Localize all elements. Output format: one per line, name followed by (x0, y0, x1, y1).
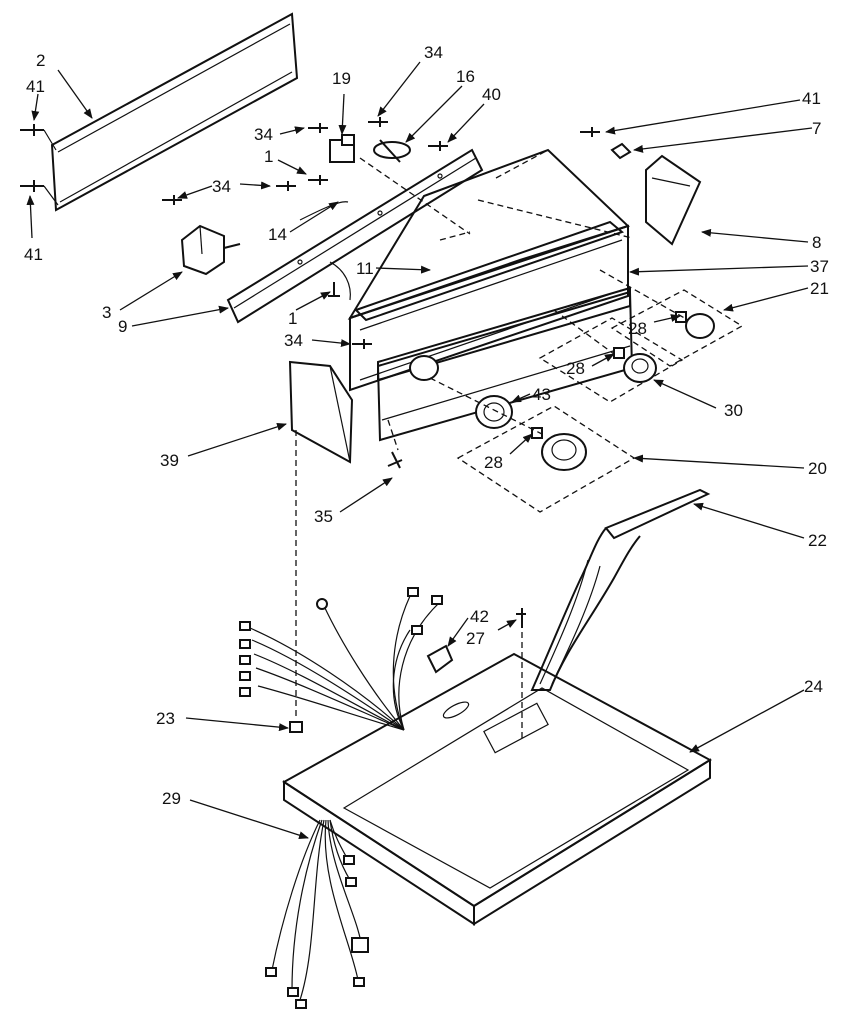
screw-1-lower (328, 282, 340, 297)
part-16-thermostat (373, 139, 411, 163)
part-23-clip (289, 721, 303, 733)
part-24-top-panel (282, 652, 712, 926)
part-7-clip (610, 142, 632, 160)
label-1: 1 (264, 147, 273, 166)
screw-41-upper (20, 124, 44, 136)
label-34: 34 (254, 125, 273, 144)
label-41: 41 (24, 245, 43, 264)
label-1: 1 (288, 309, 297, 328)
screw-41-right (580, 127, 600, 137)
screw-35 (387, 451, 403, 469)
screw-41-lower (20, 180, 44, 192)
screw-27 (516, 608, 526, 628)
group-21-box (610, 289, 744, 367)
wiring-harness-upper (239, 587, 443, 731)
label-42: 42 (470, 607, 489, 626)
label-3: 3 (102, 303, 111, 322)
label-23: 23 (156, 709, 175, 728)
screw-40 (428, 141, 448, 151)
label-22: 22 (808, 531, 827, 550)
label-19: 19 (332, 69, 351, 88)
label-41: 41 (802, 89, 821, 108)
part-2-rear-panel (50, 12, 299, 212)
label-43: 43 (532, 385, 551, 404)
label-34: 34 (424, 43, 443, 62)
label-28: 28 (484, 453, 503, 472)
label-11: 11 (356, 259, 374, 278)
label-28: 28 (628, 319, 647, 338)
label-24: 24 (804, 677, 823, 696)
label-16: 16 (456, 67, 475, 86)
label-9: 9 (118, 317, 127, 336)
label-35: 35 (314, 507, 333, 526)
part-19-switch (329, 134, 355, 163)
part-8-bracket (645, 154, 702, 246)
part-39-endcap (288, 360, 354, 464)
label-14: 14 (268, 225, 287, 244)
part-43-ring (475, 395, 513, 429)
label-37: 37 (810, 257, 829, 276)
label-21: 21 (810, 279, 829, 298)
label-39: 39 (160, 451, 179, 470)
label-30: 30 (724, 401, 743, 420)
label-29: 29 (162, 789, 181, 808)
label-40: 40 (482, 85, 501, 104)
wiring-harness-29 (265, 819, 369, 1009)
label-34: 34 (212, 177, 231, 196)
group-30-box (538, 317, 684, 403)
part-42-bracket (426, 644, 454, 674)
screw-34-group (162, 117, 388, 349)
wire-loop (329, 261, 351, 301)
label-28: 28 (566, 359, 585, 378)
label-8: 8 (812, 233, 821, 252)
label-27: 27 (466, 629, 485, 648)
label-41: 41 (26, 77, 45, 96)
part-3-timer (180, 224, 241, 276)
part-9-bracket (226, 148, 484, 324)
label-7: 7 (812, 119, 821, 138)
label-20: 20 (808, 459, 827, 478)
part-22-duct (530, 488, 711, 691)
label-2: 2 (36, 51, 45, 70)
label-34: 34 (284, 331, 303, 350)
part-11-console (347, 148, 631, 392)
